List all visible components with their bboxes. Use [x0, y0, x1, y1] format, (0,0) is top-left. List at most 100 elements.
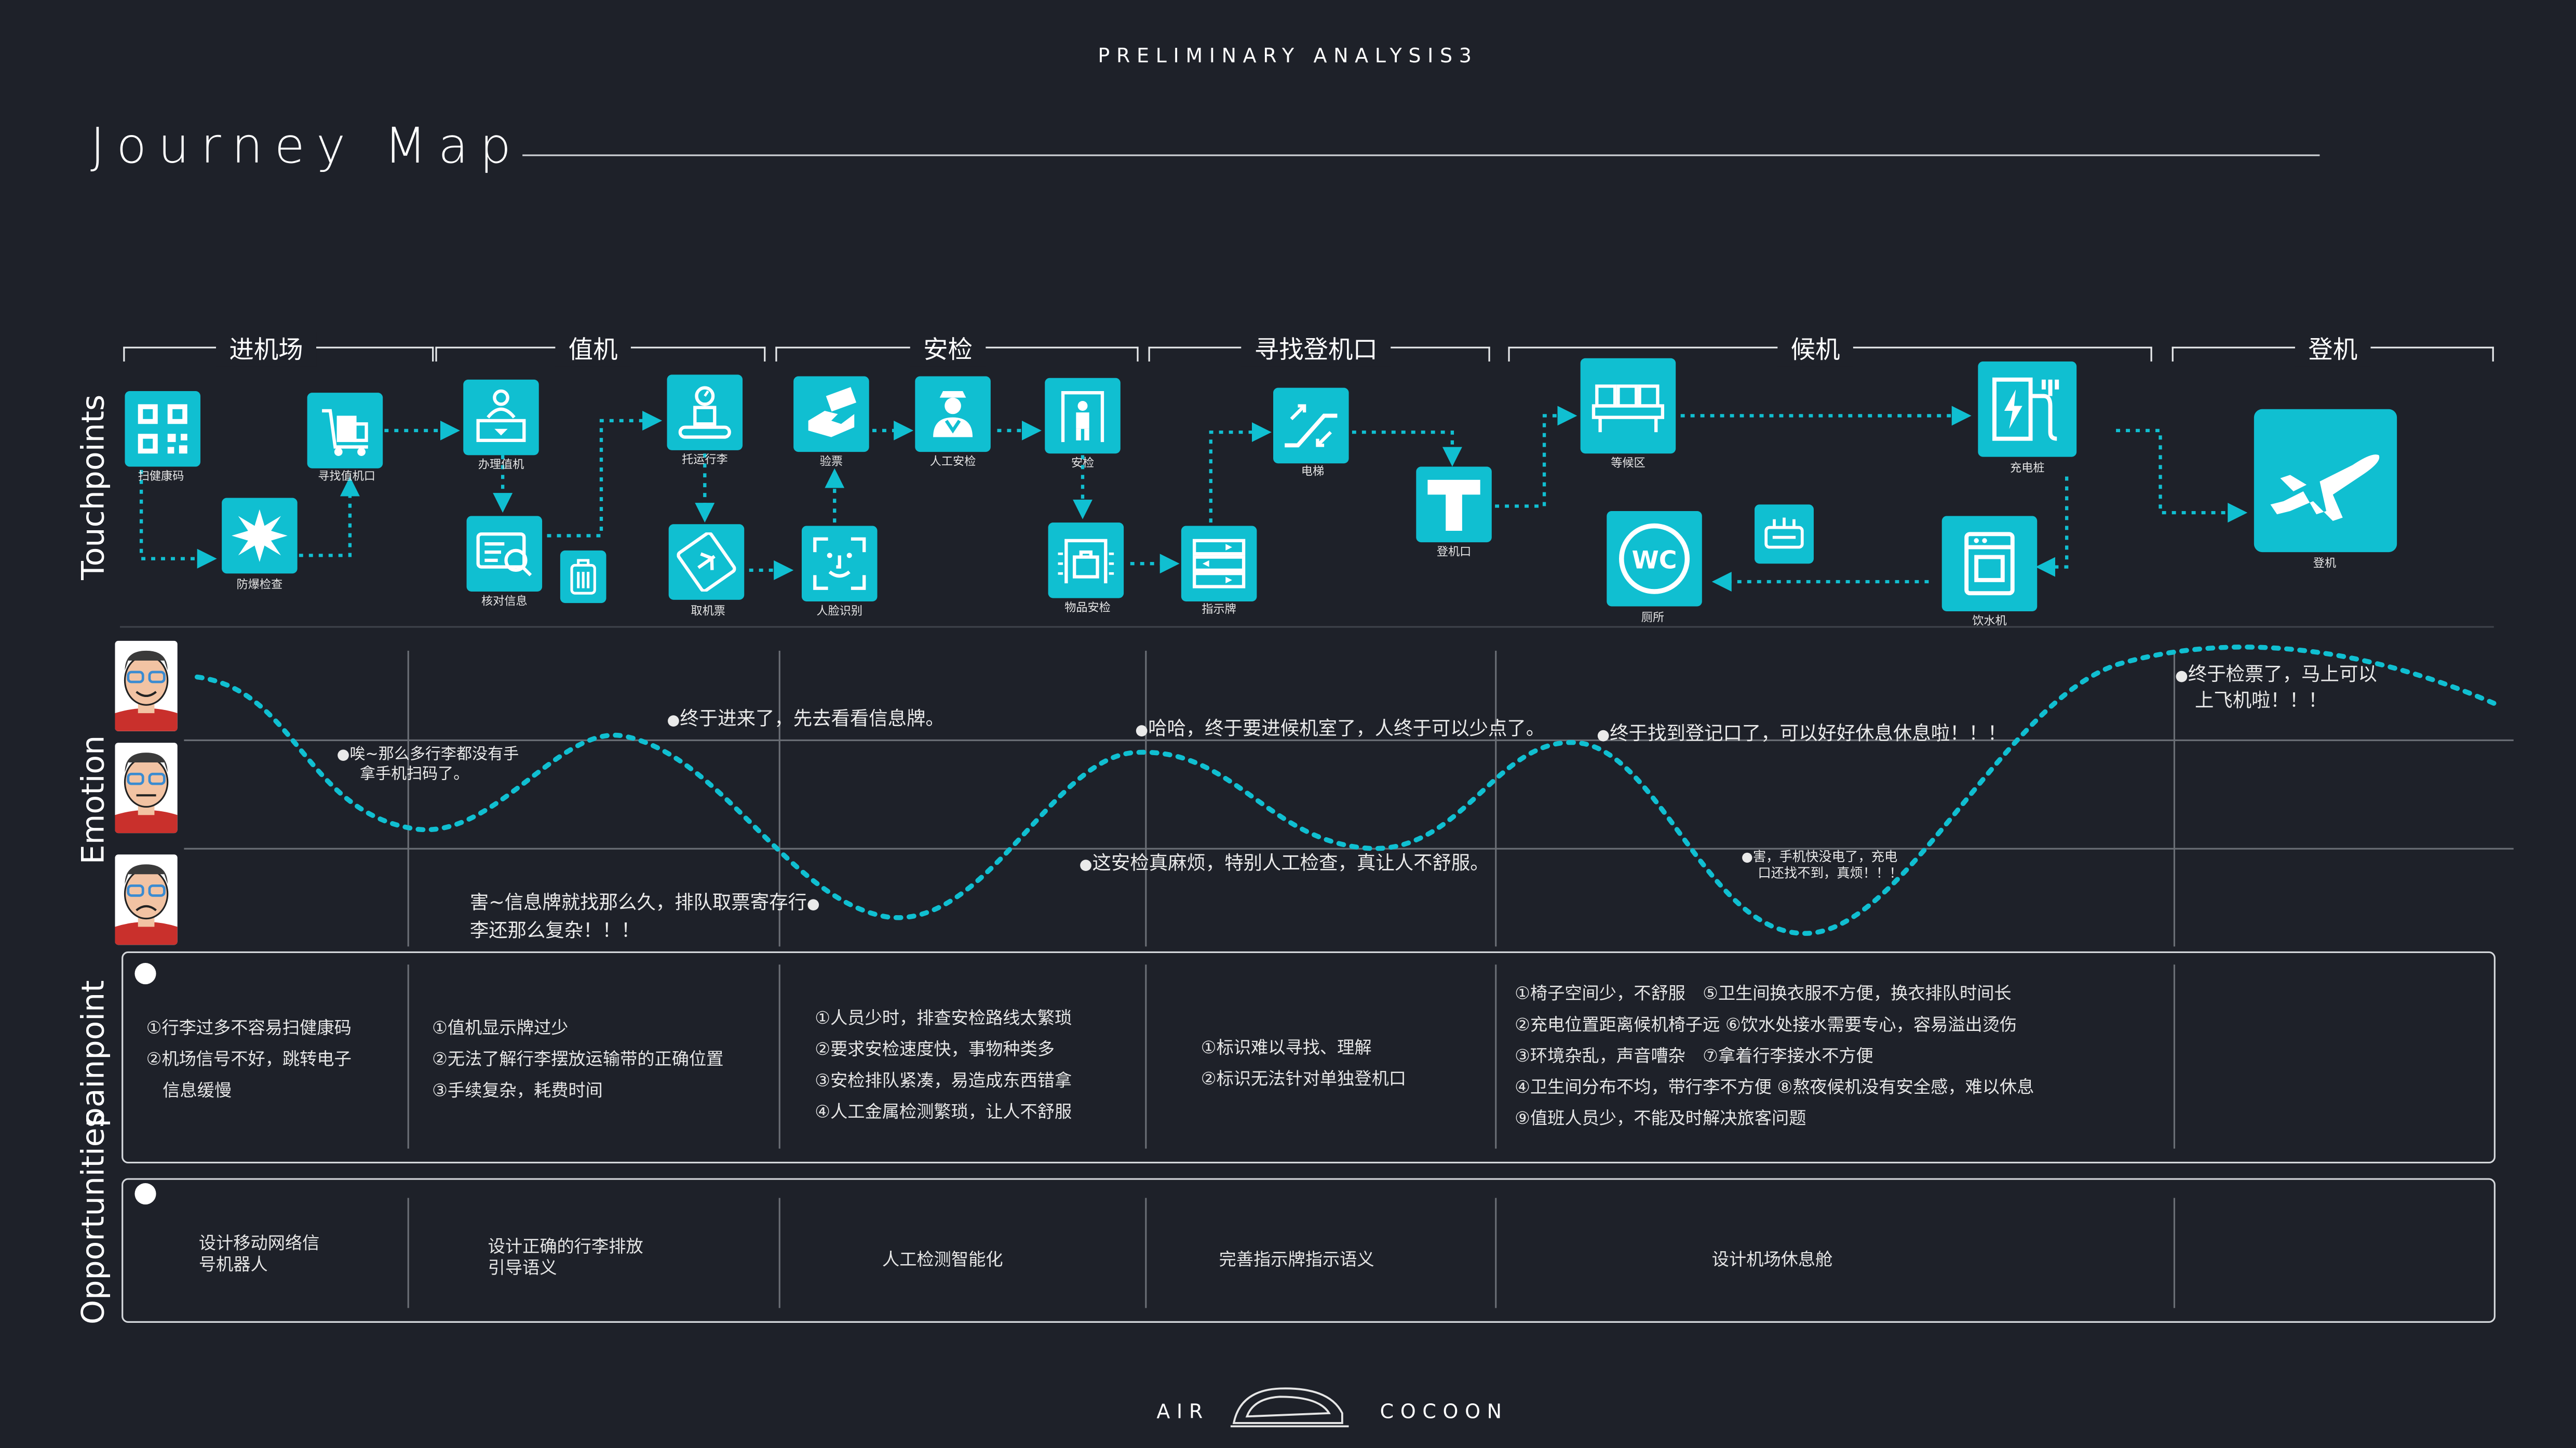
painpoint-separator [1145, 964, 1147, 1149]
touchpoint-flow-connectors [139, 406, 2248, 592]
painpoint-separator [407, 964, 409, 1149]
emotion-note-2: ●终于进来了，先去看看信息牌。 [667, 706, 945, 730]
emotion-phase-separator [2173, 650, 2176, 947]
painpoint-separator [2173, 964, 2176, 1149]
security-officer-icon [923, 384, 982, 444]
emotion-phase-separator [778, 650, 780, 947]
opportunity-enter-airport: 设计移动网络信号机器人 [198, 1234, 320, 1276]
ticket-check-touchpoint [793, 376, 869, 452]
health-code-touchpoint [125, 391, 200, 467]
charging-touchpoint [1978, 361, 2077, 457]
caption-find-checkin: 寻找值机口 [318, 470, 375, 484]
face-scan-icon [812, 535, 868, 592]
ticket-hand-icon [802, 384, 861, 444]
touchpoints-emotion-divider [119, 626, 2494, 628]
caption-sign: 指示牌 [1202, 603, 1236, 616]
emotion-note-3: 害~信息牌就找那么久，排队取票寄存行● 李还那么复杂！！！ [469, 890, 820, 942]
caption-waiting-area: 等候区 [1611, 457, 1646, 470]
radiator-icon [1761, 511, 1808, 557]
phase-enter-airport: 进机场 [216, 332, 317, 367]
emotion-gridline-top [184, 739, 2514, 741]
brand-left-text: AIR [1156, 1400, 1209, 1423]
opportunity-find-gate: 完善指示牌指示语义 [1219, 1250, 1374, 1270]
explosion-icon [230, 506, 289, 565]
opportunities-separator [2173, 1198, 2176, 1308]
airplane-icon [2267, 435, 2385, 527]
opportunities-separator [407, 1198, 409, 1308]
brand-right-text: COCOON [1380, 1400, 1508, 1423]
heater-touchpoint [1755, 504, 1814, 564]
opportunity-checkin: 设计正确的行李排放引导语义 [488, 1237, 643, 1279]
painpoint-separator [778, 964, 780, 1149]
caption-water-dispenser: 饮水机 [1972, 614, 2007, 628]
neutral-face-avatar [115, 743, 178, 834]
svg-text:WC: WC [1631, 546, 1677, 575]
sign-touchpoint [1181, 526, 1257, 601]
escalator-touchpoint [1273, 387, 1349, 464]
emotion-note-6: ●终于找到登记口了，可以好好休息休息啦！！！ [1597, 721, 2007, 745]
water-dispenser-touchpoint [1941, 516, 2038, 611]
caption-escalator: 电梯 [1301, 465, 1325, 478]
security-gate-icon [1053, 386, 1112, 446]
emotion-note-4: ●哈哈，终于要进候机室了，人终于可以少点了。 [1135, 716, 1545, 740]
baggage-check-touchpoint [667, 374, 743, 450]
suitcase-icon [567, 557, 600, 597]
phase-find-gate: 寻找登机口 [1241, 332, 1391, 367]
caption-manual-security: 人工安检 [929, 455, 976, 468]
preliminary-label: PRELIMINARY ANALYSIS3 [1098, 44, 1478, 68]
explosion-check-touchpoint [222, 498, 298, 574]
waiting-area-touchpoint [1580, 358, 1676, 454]
opportunities-marker-dot [134, 1183, 156, 1205]
opportunities-separator [1145, 1198, 1147, 1308]
caption-toilet: 厕所 [1641, 611, 1665, 625]
phase-waiting: 候机 [1777, 332, 1853, 367]
ticket-icon [677, 532, 736, 592]
opportunities-panel [122, 1178, 2496, 1323]
emotion-gridline-bottom [184, 848, 2514, 850]
xray-scanner-icon [1056, 531, 1115, 590]
baggage-scale-icon [675, 383, 734, 442]
seats-icon [1590, 373, 1666, 439]
find-checkin-touchpoint [307, 393, 383, 468]
capsule-logo-icon [1230, 1387, 1349, 1436]
painpoint-separator [1495, 964, 1497, 1149]
emotion-note-7: ●害，手机快没电了，充电 口还找不到，真烦！！！ [1741, 849, 1903, 881]
emotion-phase-separator [407, 650, 409, 947]
get-ticket-touchpoint [668, 524, 745, 600]
caption-boarding: 登机 [2313, 557, 2337, 570]
phase-security: 安检 [910, 332, 986, 367]
page-title: Journey Map [90, 118, 523, 176]
emotion-phase-separator [1495, 650, 1497, 947]
water-dispenser-icon [1957, 528, 2022, 600]
emotion-curve [194, 645, 2497, 936]
security-touchpoint [1045, 378, 1121, 454]
painpoint-marker-dot [134, 963, 156, 985]
checkin-counter-icon [471, 388, 531, 447]
caption-item-security: 物品安检 [1064, 601, 1111, 615]
row-label-painpoint: painpoint [75, 980, 112, 1128]
emotion-phase-separator [1145, 650, 1147, 947]
caption-face-recognition: 人脸识别 [816, 605, 863, 618]
caption-verify-info: 核对信息 [481, 595, 528, 608]
escalator-icon [1282, 396, 1341, 455]
checkin-touchpoint [463, 379, 539, 455]
signboard-icon [1190, 534, 1249, 593]
caption-health-code: 扫健康码 [138, 470, 184, 484]
caption-checkin: 办理值机 [478, 458, 524, 472]
emotion-note-8: ●终于检票了，马上可以 上飞机啦！！！ [2175, 662, 2377, 712]
gate-t-icon [1423, 473, 1485, 535]
caption-ticket-check: 验票 [819, 455, 843, 468]
caption-explosion-check: 防爆检查 [236, 578, 283, 592]
painpoint-panel [122, 951, 2496, 1164]
manual-security-touchpoint [915, 376, 991, 452]
happy-face-avatar [115, 640, 178, 731]
phase-boarding: 登机 [2295, 332, 2371, 367]
opportunities-separator [778, 1198, 780, 1308]
id-card-icon [475, 524, 534, 583]
caption-charging: 充电桩 [2010, 462, 2045, 475]
caption-get-ticket: 取机票 [691, 605, 725, 618]
